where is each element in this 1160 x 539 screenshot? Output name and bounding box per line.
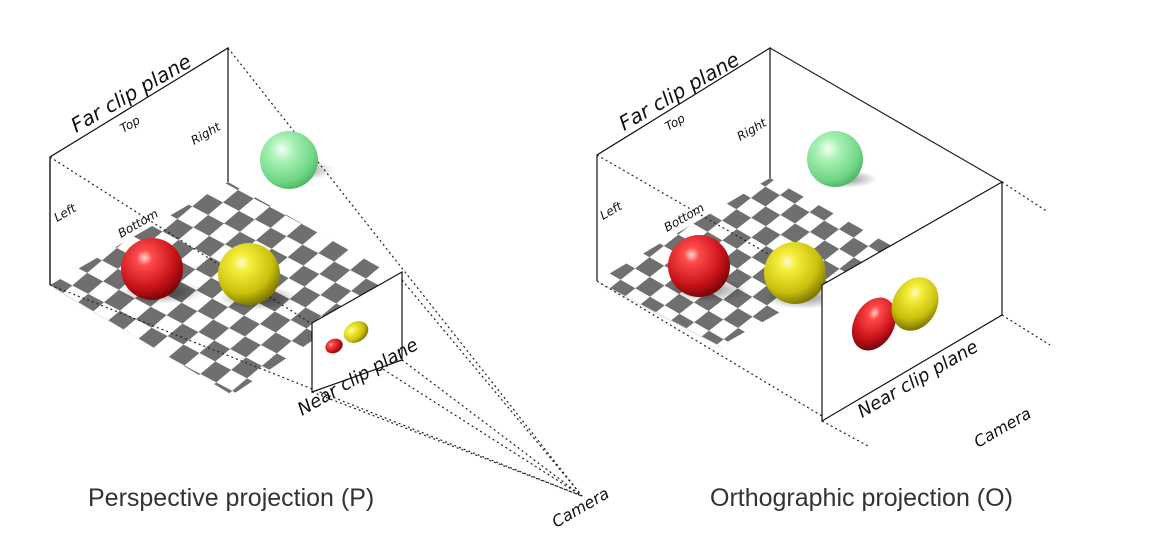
perspective-red-sphere	[121, 238, 183, 300]
orthographic-yellow-sphere	[764, 242, 826, 304]
perspective-caption: Perspective projection (P)	[88, 484, 374, 512]
perspective-top-label: Top	[118, 113, 143, 136]
orthographic-box-edges	[769, 47, 1003, 183]
orthographic-near-clip-plane	[821, 180, 1003, 423]
perspective-yellow-sphere	[218, 243, 280, 305]
orthographic-left-label: Left	[598, 198, 626, 222]
orthographic-red-sphere	[668, 235, 730, 297]
orthographic-right-label: Right	[735, 115, 770, 144]
perspective-diagram: Far clip plane Top Right Left Bottom Nea…	[49, 46, 613, 532]
perspective-left-label: Left	[52, 200, 80, 224]
perspective-near-clip-plane	[311, 270, 403, 393]
orthographic-far-clip-plane	[596, 46, 771, 281]
orthographic-green-sphere	[807, 131, 863, 187]
orthographic-caption: Orthographic projection (O)	[710, 484, 1013, 512]
orthographic-top-label: Top	[663, 111, 688, 134]
perspective-green-sphere	[260, 131, 318, 189]
orthographic-diagram: Far clip plane Top Right Left Bottom Nea…	[596, 46, 1051, 512]
perspective-checkered-floor	[50, 182, 402, 395]
perspective-camera-label: Camera	[549, 484, 613, 532]
perspective-far-clip-plane	[49, 46, 229, 285]
orthographic-camera-label: Camera	[971, 404, 1035, 452]
perspective-right-label: Right	[189, 119, 224, 148]
